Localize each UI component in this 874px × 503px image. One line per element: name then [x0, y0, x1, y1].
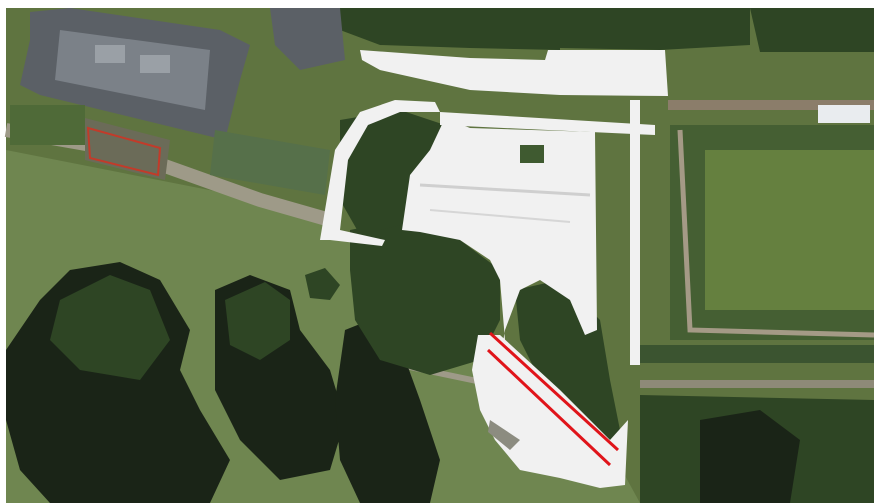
formal-garden-north [560, 8, 750, 50]
tree-canopy-small [305, 268, 340, 300]
survey-area-central [402, 118, 597, 360]
tree-shadow-west-3 [335, 320, 440, 503]
survey-strip-east-west [440, 112, 655, 135]
roof-skylight-2 [140, 55, 170, 73]
survey-strip-north-south [630, 100, 640, 365]
survey-texture-1 [419, 183, 591, 197]
annotation-line-upper [488, 331, 620, 452]
annotation-line-lower [486, 348, 612, 467]
tree-canopy-west-1 [50, 275, 170, 380]
garden-path-south [640, 380, 874, 388]
outbuilding-roof [270, 8, 345, 70]
survey-gap [520, 145, 544, 163]
manor-house-inner-roof [55, 30, 210, 110]
greenhouse-roof [818, 105, 870, 123]
forecourt-lawn [10, 105, 85, 145]
parterre-garden [210, 130, 330, 195]
walled-garden-path [677, 129, 874, 338]
roof-skylight-1 [95, 45, 125, 63]
construction-fence [86, 126, 162, 177]
woodland-northeast [750, 8, 874, 52]
survey-dark-patch [488, 420, 520, 450]
walled-garden-wall-north [668, 100, 874, 110]
woodland-north [340, 8, 560, 50]
tree-shadow-southeast [700, 410, 800, 503]
tree-canopy-west-2 [225, 282, 290, 360]
tree-clump-central [350, 220, 500, 375]
walled-garden-lawn [705, 150, 874, 310]
survey-area-north [360, 50, 668, 96]
survey-strip-curved [320, 100, 440, 246]
survey-texture-2 [429, 209, 571, 223]
garden-hedge-south [640, 345, 874, 363]
